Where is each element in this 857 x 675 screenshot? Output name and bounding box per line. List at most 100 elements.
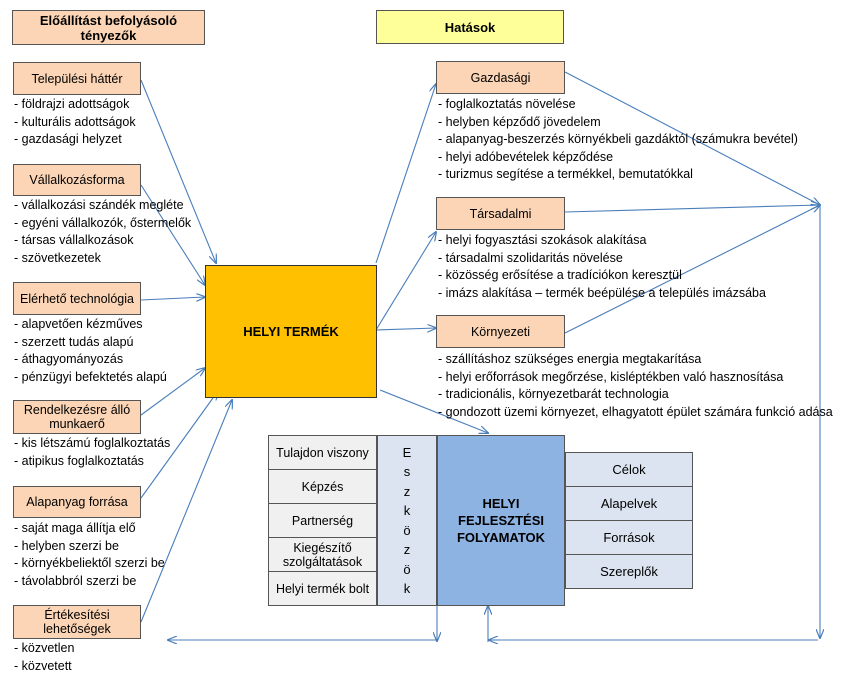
list-item: - vállalkozási szándék megléte (14, 197, 191, 215)
list-item: - kulturális adottságok (14, 114, 136, 132)
factor-elerheto-technologia: Elérhető technológia (13, 282, 141, 315)
factor-vallalkozas-list: - vállalkozási szándék megléte - egyéni … (14, 197, 191, 267)
factor-ertekesites-title-line1: Értékesítési (44, 608, 109, 622)
dev-item-label: Alapelvek (601, 496, 657, 511)
factor-telepulesi-hatter: Települési háttér (13, 62, 141, 95)
list-item: - alapvetően kézműves (14, 316, 167, 334)
tool-partnerseg: Partnerség (268, 503, 377, 538)
tool-kiegeszito-szolgaltatasok: Kiegészítő szolgáltatások (268, 537, 377, 572)
factor-munkaero-title-line2: munkaerő (49, 417, 105, 431)
dev-item-celok: Célok (565, 452, 693, 487)
arrow-to-tarsadalmi (376, 232, 436, 330)
impact-gazdasagi-title: Gazdasági (471, 71, 531, 85)
list-item: - tradicionális, környezetbarát technolo… (438, 386, 833, 404)
list-item: - áthagyományozás (14, 351, 167, 369)
tool-label: Helyi termék bolt (276, 582, 369, 596)
impact-tarsadalmi-title: Társadalmi (470, 207, 532, 221)
eszkozok-letter: ö (403, 560, 410, 580)
factor-telepulesi-title: Települési háttér (31, 72, 122, 86)
impact-kornyezeti: Környezeti (436, 315, 565, 348)
development-box: HELYI FEJLESZTÉSI FOLYAMATOK (437, 435, 565, 606)
impact-kornyezeti-title: Környezeti (471, 325, 530, 339)
tool-label: Kiegészítő szolgáltatások (275, 541, 370, 569)
dev-item-forrasok: Források (565, 520, 693, 555)
tool-tulajdon-viszony: Tulajdon viszony (268, 435, 377, 470)
list-item: - közösség erősítése a tradíciókon keres… (438, 267, 766, 285)
factor-munkaero: Rendelkezésre álló munkaerő (13, 400, 141, 434)
dev-item-label: Szereplők (600, 564, 658, 579)
factor-vallalkozasforma: Vállalkozásforma (13, 164, 141, 196)
factor-ertekesites-list: - közvetlen - közvetett (14, 640, 74, 675)
list-item: - pénzügyi befektetés alapú (14, 369, 167, 387)
factor-vallalkozas-title: Vállalkozásforma (29, 173, 124, 187)
factor-technologia-list: - alapvetően kézműves - szerzett tudás a… (14, 316, 167, 386)
development-line3: FOLYAMATOK (457, 529, 545, 546)
list-item: - helyi erőforrások megőrzése, kislépték… (438, 369, 833, 387)
list-item: - környékbeliektől szerzi be (14, 555, 165, 573)
eszkozok-column: E s z k ö z ö k (377, 435, 437, 606)
arrow-to-kornyezeti (376, 328, 436, 330)
development-line1: HELYI (482, 495, 519, 512)
impact-tarsadalmi: Társadalmi (436, 197, 565, 230)
list-item: - szerzett tudás alapú (14, 334, 167, 352)
dev-item-alapelvek: Alapelvek (565, 486, 693, 521)
tool-label: Képzés (302, 480, 344, 494)
impact-gazdasagi: Gazdasági (436, 61, 565, 94)
factor-alapanyag-list: - saját maga állítja elő - helyben szerz… (14, 520, 165, 590)
eszkozok-letter: k (404, 579, 411, 599)
factor-alapanyag-forrasa: Alapanyag forrása (13, 486, 141, 518)
list-item: - társadalmi szolidaritás növelése (438, 250, 766, 268)
factor-munkaero-title-line1: Rendelkezésre álló (24, 403, 130, 417)
list-item: - turizmus segítése a termékkel, bemutat… (438, 166, 798, 184)
impact-gazdasagi-list: - foglalkoztatás növelése - helyben képz… (438, 96, 798, 184)
eszkozok-letter: ö (403, 521, 410, 541)
factor-munkaero-list: - kis létszámú foglalkoztatás - atipikus… (14, 435, 170, 470)
impacts-header: Hatások (376, 10, 564, 44)
list-item: - helyben szerzi be (14, 538, 165, 556)
impact-kornyezeti-list: - szállításhoz szükséges energia megtaka… (438, 351, 833, 421)
factors-header-line2: tényezők (81, 28, 137, 43)
eszkozok-letter: z (404, 540, 411, 560)
list-item: - távolabbról szerzi be (14, 573, 165, 591)
arrow-tarsadalmi-right (565, 205, 820, 212)
list-item: - atipikus foglalkoztatás (14, 453, 170, 471)
eszkozok-letter: z (404, 482, 411, 502)
list-item: - közvetlen (14, 640, 74, 658)
dev-item-label: Célok (612, 462, 645, 477)
impacts-header-label: Hatások (445, 20, 496, 35)
impact-tarsadalmi-list: - helyi fogyasztási szokások alakítása -… (438, 232, 766, 302)
factor-technologia-title: Elérhető technológia (20, 292, 134, 306)
arrow-technologia (141, 297, 205, 300)
list-item: - földrajzi adottságok (14, 96, 136, 114)
eszkozok-letter: s (404, 462, 411, 482)
dev-item-label: Források (603, 530, 654, 545)
list-item: - imázs alakítása – termék beépülése a t… (438, 285, 766, 303)
central-helyi-termek: HELYI TERMÉK (205, 265, 377, 398)
factors-header: Előállítást befolyásoló tényezők (12, 10, 205, 45)
factor-ertekesites-title-line2: lehetőségek (43, 622, 110, 636)
arrow-to-gazdasagi (376, 84, 436, 263)
list-item: - foglalkoztatás növelése (438, 96, 798, 114)
factor-ertekesitesi-lehetosegek: Értékesítési lehetőségek (13, 605, 141, 639)
eszkozok-letter: E (403, 443, 412, 463)
list-item: - egyéni vállalkozók, őstermelők (14, 215, 191, 233)
tool-kepzes: Képzés (268, 469, 377, 504)
tool-label: Partnerség (292, 514, 353, 528)
list-item: - szövetkezetek (14, 250, 191, 268)
list-item: - közvetett (14, 658, 74, 675)
list-item: - helyben képződő jövedelem (438, 114, 798, 132)
factors-header-line1: Előállítást befolyásoló (40, 13, 177, 28)
development-line2: FEJLESZTÉSI (458, 512, 544, 529)
dev-item-szereplok: Szereplők (565, 554, 693, 589)
eszkozok-letter: k (404, 501, 411, 521)
list-item: - helyi adóbevételek képződése (438, 149, 798, 167)
central-label: HELYI TERMÉK (243, 324, 339, 339)
tool-label: Tulajdon viszony (276, 446, 369, 460)
factor-alapanyag-title: Alapanyag forrása (26, 495, 127, 509)
factor-telepulesi-list: - földrajzi adottságok - kulturális adot… (14, 96, 136, 149)
list-item: - saját maga állítja elő (14, 520, 165, 538)
list-item: - helyi fogyasztási szokások alakítása (438, 232, 766, 250)
list-item: - gazdasági helyzet (14, 131, 136, 149)
list-item: - gondozott üzemi környezet, elhagyatott… (438, 404, 833, 422)
list-item: - társas vállalkozások (14, 232, 191, 250)
